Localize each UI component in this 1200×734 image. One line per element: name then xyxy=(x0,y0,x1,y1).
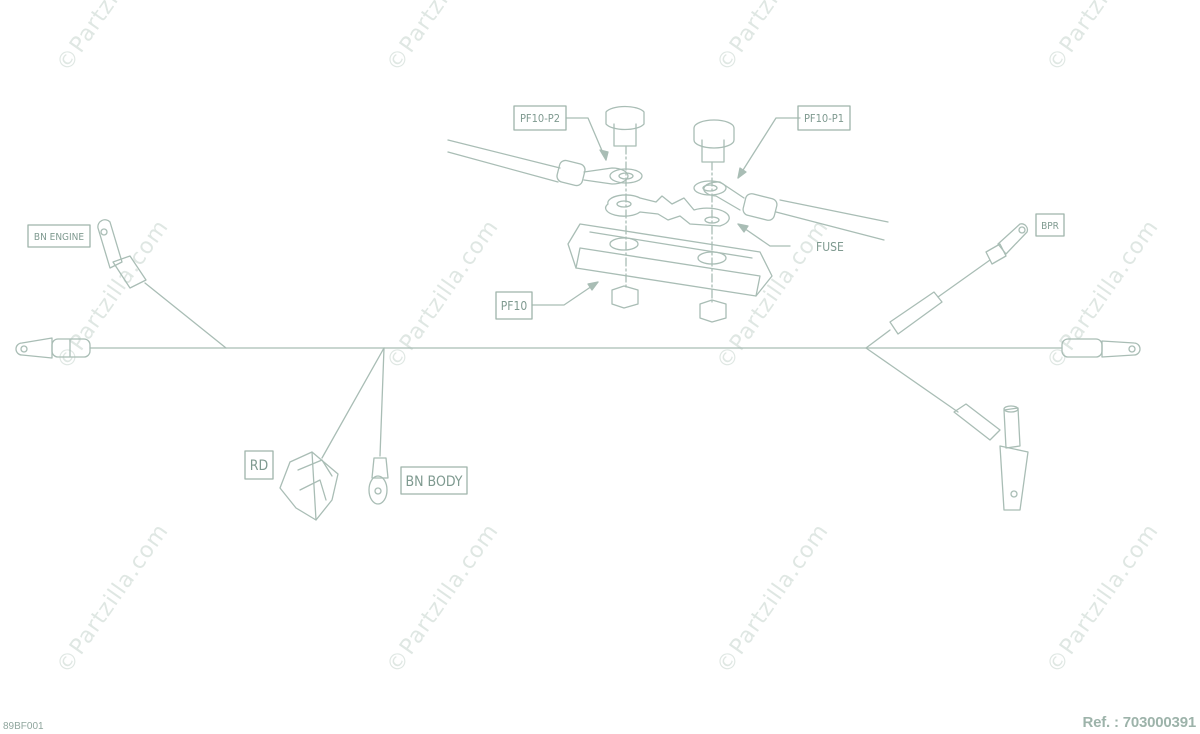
leader-lines xyxy=(531,117,801,306)
fuse-assembly xyxy=(447,105,889,323)
left-ring-terminal xyxy=(15,337,91,359)
reference-number: Ref. : 703000391 xyxy=(1082,714,1196,731)
right-ring-terminal xyxy=(1061,338,1141,358)
label-bn-engine: BN ENGINE xyxy=(34,232,85,243)
label-fuse: FUSE xyxy=(816,240,844,254)
label-boxes xyxy=(27,105,1065,495)
bn-engine-branch xyxy=(97,219,227,349)
bpr-branch xyxy=(865,223,1029,349)
label-bn-body: BN BODY xyxy=(406,474,463,490)
label-bpr: BPR xyxy=(1041,221,1059,232)
label-rd: RD xyxy=(250,458,268,474)
drawing-code: 89BF001 xyxy=(3,721,44,732)
label-pf10: PF10 xyxy=(501,299,528,313)
bracket-branch xyxy=(865,347,1029,511)
rd-branch xyxy=(279,347,389,521)
label-pf10-p2: PF10-P2 xyxy=(520,112,560,125)
label-pf10-p1: PF10-P1 xyxy=(804,112,844,125)
